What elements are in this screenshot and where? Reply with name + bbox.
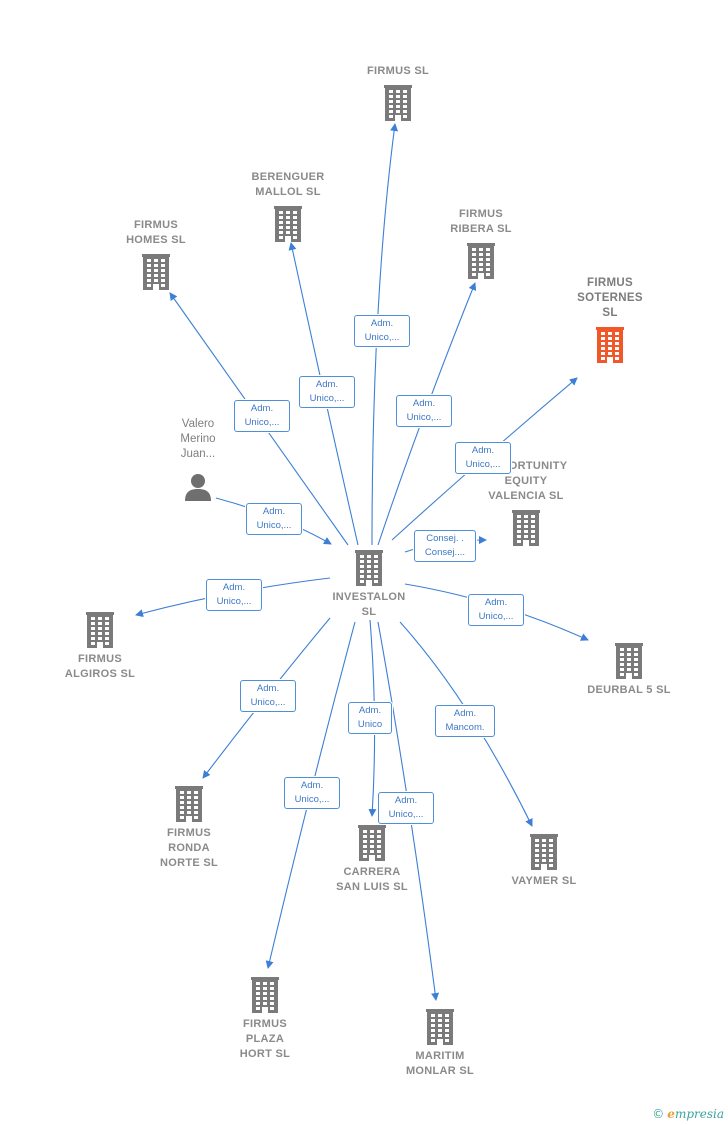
node-maritim[interactable]: MARITIM MONLAR SL (380, 1009, 500, 1079)
node-opportunity[interactable]: OPPORTUNITY EQUITY VALENCIA SL (466, 459, 586, 546)
edge-role-line1: Adm. (484, 597, 508, 608)
building-icon (86, 612, 114, 648)
logo-text: mpresia (674, 1107, 724, 1121)
building-icon (615, 643, 643, 679)
edge-role-line1: Adm. (471, 445, 495, 456)
node-plaza[interactable]: FIRMUS PLAZA HORT SL (205, 977, 325, 1062)
edge-label-maritim[interactable]: Adm. Unico,... (378, 792, 434, 824)
building-icon (384, 85, 412, 121)
building-icon (355, 550, 383, 586)
logo-initial: e (667, 1107, 675, 1121)
node-soternes[interactable]: FIRMUS SOTERNES SL (550, 276, 670, 363)
node-label: MARITIM MONLAR SL (405, 1050, 475, 1077)
edge-role-line1: Adm. (358, 705, 382, 716)
edge-role-line2: Unico (357, 719, 383, 730)
edge-role-line2: Unico,... (216, 596, 252, 607)
edge-role-line2: Unico,... (364, 332, 400, 343)
edge-label-vaymer[interactable]: Adm. Mancom. (435, 705, 495, 737)
edge-role-line2: Unico,... (478, 611, 514, 622)
edge-label-carrera[interactable]: Adm. Unico (348, 702, 392, 734)
building-icon (358, 825, 386, 861)
edge-label-ronda[interactable]: Adm. Unico,... (240, 680, 296, 712)
edge-role-line1: Adm. (370, 318, 394, 329)
edge-role-line1: Consej. . (426, 533, 464, 544)
node-ribera[interactable]: FIRMUS RIBERA SL (421, 207, 541, 279)
edge-role-line1: Adm. (453, 708, 477, 719)
node-label: FIRMUS SOTERNES SL (577, 277, 643, 319)
edge-role-line2: Unico,... (406, 412, 442, 423)
node-label: FIRMUS ALGIROS SL (64, 653, 136, 680)
edge-role-line2: Unico,... (256, 520, 292, 531)
edge-role-line2: Mancom. (445, 722, 485, 733)
edge-role-line2: Unico,... (250, 697, 286, 708)
edge-label-plaza[interactable]: Adm. Unico,... (284, 777, 340, 809)
node-label: BERENGUER MALLOL SL (251, 171, 325, 198)
node-label: CARRERA SAN LUIS SL (336, 866, 408, 893)
node-label: FIRMUS HOMES SL (126, 219, 186, 246)
edge-role-line2: Consej.... (424, 547, 466, 558)
building-icon (251, 977, 279, 1013)
edge-label-berenguer[interactable]: Adm. Unico,... (299, 376, 355, 408)
empresia-logo[interactable]: ©empresia (652, 1107, 724, 1121)
edge-role-line1: Adm. (315, 379, 339, 390)
edge-label-opportunity[interactable]: Consej. . Consej.... (414, 530, 476, 562)
edge-role-line1: Adm. (300, 780, 324, 791)
node-label: FIRMUS RONDA NORTE SL (159, 827, 218, 869)
node-label: FIRMUS RIBERA SL (450, 208, 512, 235)
building-icon (596, 327, 624, 363)
node-carrera[interactable]: CARRERA SAN LUIS SL (312, 825, 432, 895)
edge-role-line1: Adm. (250, 403, 274, 414)
edge-role-line1: Adm. (394, 795, 418, 806)
edge-role-line2: Unico,... (294, 794, 330, 805)
node-algiros[interactable]: FIRMUS ALGIROS SL (40, 612, 160, 682)
edge-role-line1: Adm. (222, 582, 246, 593)
node-label: INVESTALON SL (332, 591, 406, 618)
building-icon (512, 510, 540, 546)
node-label: FIRMUS SL (367, 65, 429, 77)
person-label: Valero Merino Juan... (180, 418, 216, 460)
edge-label-firmus[interactable]: Adm. Unico,... (354, 315, 410, 347)
copyright-icon: © (652, 1107, 665, 1121)
node-label: VAYMER SL (511, 875, 577, 887)
edge-label-homes[interactable]: Adm. Unico,... (234, 400, 290, 432)
node-label: FIRMUS PLAZA HORT SL (239, 1018, 291, 1060)
edge-role-line1: Adm. (262, 506, 286, 517)
node-berenguer[interactable]: BERENGUER MALLOL SL (228, 170, 348, 242)
building-icon (274, 206, 302, 242)
node-label: DEURBAL 5 SL (587, 684, 671, 696)
building-icon (142, 254, 170, 290)
node-homes[interactable]: FIRMUS HOMES SL (96, 218, 216, 290)
building-icon (175, 786, 203, 822)
person-icon (185, 474, 211, 501)
node-deurbal[interactable]: DEURBAL 5 SL (569, 643, 689, 698)
edge-label-soternes[interactable]: Adm. Unico,... (455, 442, 511, 474)
edge-role-line2: Unico,... (244, 417, 280, 428)
edge-label-deurbal[interactable]: Adm. Unico,... (468, 594, 524, 626)
center-node-investalon[interactable]: INVESTALON SL (320, 550, 418, 620)
edge-role-line1: Adm. (412, 398, 436, 409)
person-node[interactable]: Valero Merino Juan... (160, 417, 236, 502)
building-icon (426, 1009, 454, 1045)
edge-label-person[interactable]: Adm. Unico,... (246, 503, 302, 535)
edge-role-line1: Adm. (256, 683, 280, 694)
node-vaymer[interactable]: VAYMER SL (484, 834, 604, 889)
edge-label-algiros[interactable]: Adm. Unico,... (206, 579, 262, 611)
building-icon (530, 834, 558, 870)
building-icon (467, 243, 495, 279)
edge-role-line2: Unico,... (465, 459, 501, 470)
node-firmus[interactable]: FIRMUS SL (338, 64, 458, 121)
node-ronda[interactable]: FIRMUS RONDA NORTE SL (129, 786, 249, 871)
edge-role-line2: Unico,... (388, 809, 424, 820)
edge-label-ribera[interactable]: Adm. Unico,... (396, 395, 452, 427)
edge-role-line2: Unico,... (309, 393, 345, 404)
